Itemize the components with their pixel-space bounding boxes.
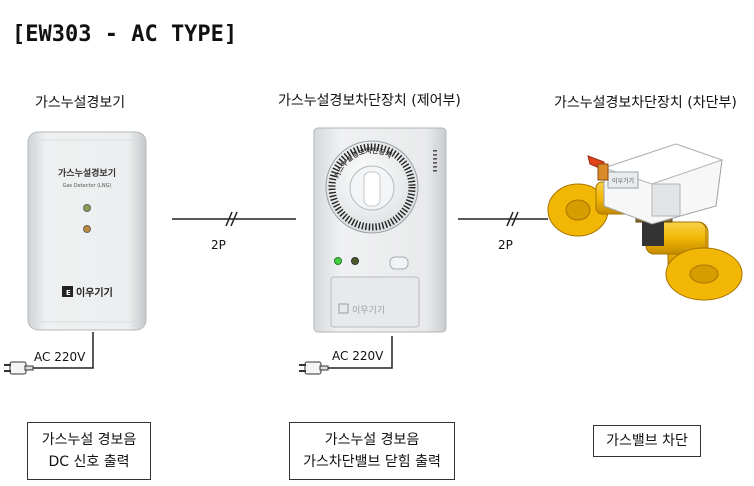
note-box-valve: 가스밸브 차단 (593, 425, 701, 457)
connection-label-2: 2P (498, 238, 513, 252)
controller-led-alarm (351, 257, 359, 265)
page-title: [EW303 - AC TYPE] (12, 22, 238, 47)
note-line: 가스누설 경보음 (324, 432, 420, 448)
power-label-1: AC 220V (34, 350, 86, 364)
device-label-controller: 가스누설경보차단장치 (제어부) (278, 93, 461, 109)
note-line: DC 신호 출력 (48, 454, 130, 470)
detector-logo-mark (62, 286, 73, 297)
shutoff-valve-device: 이우기기 (547, 143, 743, 301)
note-line: 가스누설 경보음 (41, 432, 137, 448)
controller-cover (330, 276, 420, 328)
note-line: 가스밸브 차단 (606, 433, 688, 449)
gas-detector-device: 가스누설경보기 Gas Detector (LNG) E 이우기기 (27, 131, 147, 331)
controller-vent-icon (433, 150, 437, 172)
connection-line-1 (172, 211, 296, 227)
detector-led-amber (83, 225, 91, 233)
controller-button (389, 256, 409, 270)
controller-device: 가스누설경보차단장치 이우기기 (313, 127, 447, 333)
detector-led-green (83, 204, 91, 212)
detector-logo-text: 이우기기 (76, 286, 113, 299)
note-box-controller: 가스누설 경보음 가스차단밸브 닫힘 출력 (289, 422, 455, 480)
note-box-detector: 가스누설 경보음 DC 신호 출력 (27, 422, 151, 480)
connection-line-2 (458, 211, 548, 227)
note-line: 가스차단밸브 닫힘 출력 (303, 454, 441, 470)
controller-logo-text: 이우기기 (352, 305, 385, 316)
controller-led-power (334, 257, 342, 265)
connection-label-1: 2P (211, 238, 226, 252)
plug-icon-1 (4, 361, 34, 375)
device-label-detector: 가스누설경보기 (35, 95, 126, 111)
svg-text:E: E (66, 289, 71, 297)
valve-nameplate-text: 이우기기 (612, 177, 634, 185)
power-label-2: AC 220V (332, 349, 384, 363)
device-label-valve: 가스누설경보차단장치 (차단부) (554, 95, 737, 111)
power-cord-2 (328, 336, 393, 369)
controller-dial-scale (328, 143, 416, 231)
power-cord-1 (32, 332, 94, 369)
plug-icon-2 (299, 361, 329, 375)
detector-brand-text: 가스누설경보기 (58, 167, 116, 179)
detector-model-text: Gas Detector (LNG) (63, 183, 112, 189)
